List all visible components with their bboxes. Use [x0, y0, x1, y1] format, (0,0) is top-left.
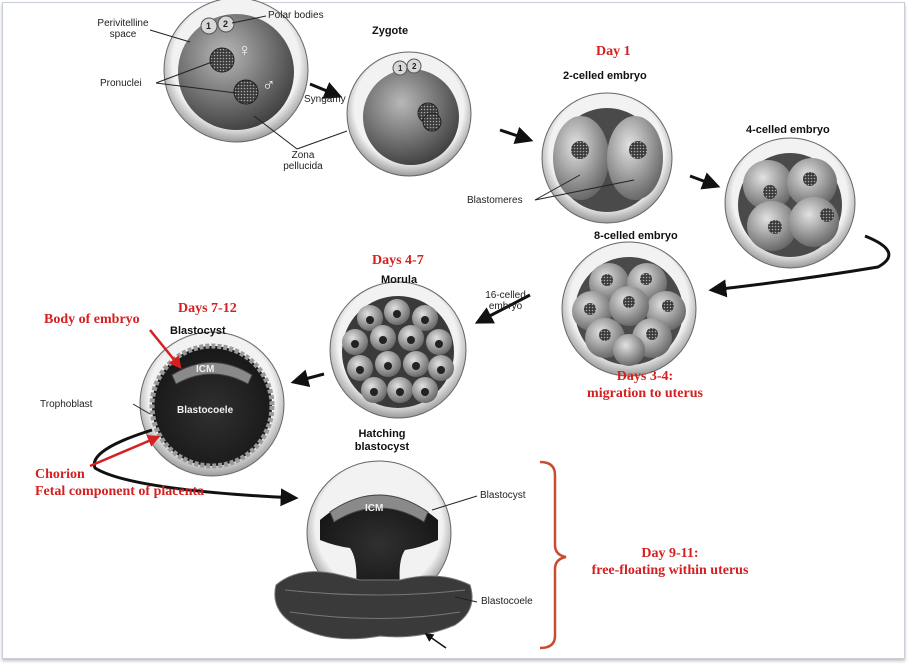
label-syngamy: Syngamy	[304, 94, 346, 105]
annotation-chorion: Chorion Fetal component of placenta	[35, 466, 204, 500]
label-hatch-blastocoele: Blastocoele	[481, 596, 533, 607]
female-symbol: ♀	[238, 40, 252, 60]
four-cell-embryo	[725, 138, 855, 268]
annotation-days-3-4: Days 3-4: migration to uterus	[560, 368, 730, 402]
fertilized-egg	[164, 0, 308, 142]
zygote-polar-body-1: 1	[398, 63, 402, 74]
annotation-day-9-11: Day 9-11: free-floating within uterus	[570, 545, 770, 579]
polar-body-1: 1	[206, 21, 211, 32]
header-morula: Morula	[381, 274, 417, 287]
annotation-days-7-12: Days 7-12	[178, 300, 237, 317]
annotation-days-4-7: Days 4-7	[372, 252, 424, 269]
chorion-title: Chorion	[35, 466, 204, 483]
zygote	[347, 52, 471, 176]
hatching-blastocyst	[275, 461, 472, 639]
polar-body-2: 2	[223, 19, 228, 30]
day911-title: Day 9-11:	[570, 545, 770, 562]
label-trophoblast: Trophoblast	[40, 399, 92, 410]
zygote-polar-body-2: 2	[412, 61, 416, 72]
male-symbol: ♂	[262, 75, 276, 95]
header-hatching-blastocyst: Hatching blastocyst	[344, 428, 420, 454]
header-eight-cell: 8-celled embryo	[594, 230, 678, 243]
annotation-body-of-embryo: Body of embryo	[44, 311, 140, 328]
blastocyst	[140, 332, 284, 476]
label-zona-pellucida: Zona pellucida	[278, 150, 328, 172]
label-polar-bodies: Polar bodies	[268, 10, 328, 21]
label-hatch-icm: ICM	[365, 503, 383, 514]
header-four-cell: 4-celled embryo	[746, 124, 830, 137]
header-zygote: Zygote	[372, 25, 408, 38]
label-pronuclei: Pronuclei	[100, 78, 142, 89]
label-blastocoele: Blastocoele	[177, 405, 233, 416]
eight-cell-embryo	[562, 242, 696, 376]
header-two-cell: 2-celled embryo	[563, 70, 647, 83]
day911-bracket	[540, 462, 566, 648]
days34-text: migration to uterus	[560, 385, 730, 402]
day911-text: free-floating within uterus	[570, 562, 770, 579]
header-blastocyst: Blastocyst	[170, 325, 226, 338]
two-cell-embryo	[542, 93, 672, 223]
label-blastomeres: Blastomeres	[467, 195, 523, 206]
chorion-text: Fetal component of placenta	[35, 483, 204, 500]
label-icm: ICM	[196, 364, 214, 375]
days34-title: Days 3-4:	[560, 368, 730, 385]
label-sixteen-cell: 16-celled embryo	[478, 290, 533, 312]
label-hatch-blastocyst: Blastocyst	[480, 490, 526, 501]
label-perivitelline-space: Perivitelline space	[92, 18, 154, 40]
morula	[330, 282, 466, 418]
annotation-day1: Day 1	[596, 43, 631, 60]
